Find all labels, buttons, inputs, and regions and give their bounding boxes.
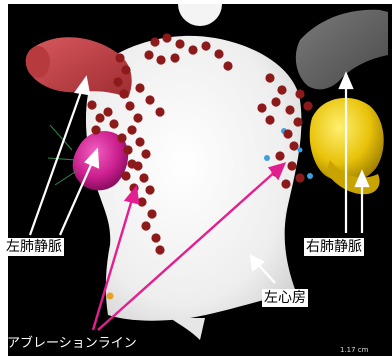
ablation-point — [201, 41, 210, 50]
ablation-point — [283, 129, 292, 138]
ablation-point — [289, 141, 298, 150]
orange-marker — [107, 293, 114, 300]
ablation-point — [145, 95, 154, 104]
ablation-point — [293, 117, 302, 126]
ablation-point — [121, 171, 130, 180]
ablation-point — [265, 115, 274, 124]
ablation-point — [109, 119, 118, 128]
ablation-point — [265, 73, 274, 82]
ablation-point — [275, 151, 284, 160]
ablation-point — [121, 65, 130, 74]
ablation-point — [151, 233, 160, 242]
ablation-point — [145, 185, 154, 194]
ablation-point — [139, 173, 148, 182]
ablation-point — [127, 159, 136, 168]
ablation-point — [135, 83, 144, 92]
ablation-point — [287, 161, 296, 170]
ablation-point — [123, 145, 132, 154]
ablation-point — [170, 53, 179, 62]
ablation-point — [127, 125, 136, 134]
ablation-point — [156, 55, 165, 64]
ablation-point — [144, 50, 153, 59]
ablation-point — [103, 107, 112, 116]
ablation-point — [295, 173, 304, 182]
ablation-point — [119, 89, 128, 98]
right-pulmonary-vein-label: 右肺静脈 — [304, 238, 364, 256]
ablation-point — [285, 105, 294, 114]
ablation-point — [135, 137, 144, 146]
ablation-point — [95, 113, 104, 122]
ablation-point — [150, 37, 159, 46]
ablation-point — [175, 39, 184, 48]
left-pv-red-opening — [26, 46, 50, 78]
ablation-point — [277, 85, 286, 94]
ablation-point — [125, 101, 134, 110]
ablation-point — [141, 149, 150, 158]
ablation-point — [188, 45, 197, 54]
ablation-point — [214, 49, 223, 58]
ablation-point — [133, 113, 142, 122]
ablation-point — [155, 107, 164, 116]
ablation-point — [303, 101, 312, 110]
ablation-point — [155, 245, 164, 254]
ablation-point — [115, 53, 124, 62]
ablation-point — [271, 97, 280, 106]
ablation-point — [117, 133, 126, 142]
ablation-point — [295, 89, 304, 98]
ablation-point — [113, 77, 122, 86]
ablation-point — [223, 61, 232, 70]
left-atrium-label: 左心房 — [262, 289, 308, 307]
ablation-point — [147, 209, 156, 218]
ablation-line-label: アブレーションライン — [7, 336, 137, 352]
ablation-point — [91, 125, 100, 134]
left-pulmonary-vein-label: 左肺静脈 — [4, 238, 64, 256]
ablation-point — [281, 179, 290, 188]
ablation-point — [162, 33, 171, 42]
ablation-point — [87, 100, 96, 109]
ablation-point — [141, 221, 150, 230]
ablation-point — [257, 103, 266, 112]
